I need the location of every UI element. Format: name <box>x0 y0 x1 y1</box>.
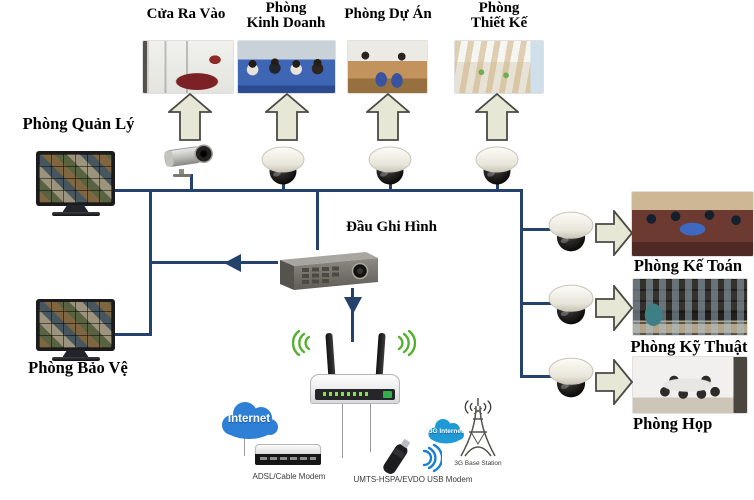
photo-cua-ra-vao <box>143 41 233 93</box>
wifi-waves-icon <box>397 330 416 356</box>
label-usb-modem: UMTS-HSPA/EVDO USB Modem <box>353 475 473 484</box>
cloud-icon <box>222 402 278 439</box>
arrowhead-left-icon <box>224 254 241 272</box>
dome-camera-icon <box>548 211 594 252</box>
cloud-3g: 3G Internet <box>426 418 466 445</box>
cable-branch-technical <box>520 302 552 305</box>
photo-phong-thiet-ke <box>455 41 543 93</box>
up-arrow-icon <box>168 93 212 141</box>
label-phong-ky-thuat: Phòng Kỹ Thuật <box>630 337 748 356</box>
photo-phong-ke-toan <box>632 192 753 256</box>
cable-drop-dome-2 <box>389 183 392 190</box>
wireless-router <box>310 374 400 404</box>
cable-branch-accounting <box>520 228 552 231</box>
photo-phong-kinh-doanh <box>238 41 335 93</box>
dome-camera-icon <box>548 357 594 398</box>
wifi-waves-icon <box>292 330 311 356</box>
dome-camera-icon <box>368 146 412 185</box>
wire-router-to-modem <box>342 402 343 458</box>
modem-top <box>255 444 321 454</box>
monitor-base <box>51 212 100 216</box>
cctv-mosaic-screen <box>39 302 112 348</box>
cable-right-vertical <box>520 189 523 378</box>
modem-front <box>255 454 321 465</box>
router-led-lights <box>323 392 371 396</box>
dvr-device <box>280 252 378 290</box>
label-phong-quan-ly: Phòng Quản Lý <box>22 114 135 133</box>
photo-phong-hop <box>633 357 747 413</box>
label-base-station: 3G Base Station <box>454 460 502 467</box>
up-arrow-icon <box>265 93 309 141</box>
cable-drop-dome-1 <box>282 183 285 190</box>
up-arrow-icon <box>366 93 410 141</box>
cable-drop-bullet-camera <box>190 174 193 190</box>
right-arrow-icon <box>595 210 633 256</box>
arrowhead-down-icon <box>344 297 362 314</box>
up-arrow-icon <box>475 93 519 141</box>
monitor-frame <box>36 299 115 351</box>
cable-dvr-to-router <box>351 288 354 342</box>
label-phong-ke-toan: Phòng Kế Toán <box>633 256 743 275</box>
base-station-tower-icon <box>460 398 496 457</box>
label-phong-kinh-doanh: Phòng Kinh Doanh <box>246 0 326 32</box>
adsl-modem <box>255 444 321 466</box>
monitor-frame <box>36 151 115 206</box>
label-phong-du-an: Phòng Dự Án <box>344 6 432 22</box>
photo-phong-ky-thuat <box>633 279 747 335</box>
label-adsl-modem: ADSL/Cable Modem <box>252 472 326 481</box>
wire-router-to-usb <box>370 402 371 452</box>
usb-modem-icon <box>383 439 442 474</box>
wire-cloud-to-modem <box>244 434 245 456</box>
manager-monitor <box>36 151 115 218</box>
cctv-mosaic-screen <box>39 154 112 203</box>
dome-camera-icon <box>548 284 594 325</box>
cable-dvr-to-monitors <box>151 261 278 264</box>
label-cua-ra-vao: Cửa Ra Vào <box>146 6 226 22</box>
internet-cloud: Internet <box>218 400 280 440</box>
cloud-3g-label: 3G Internet <box>428 428 464 435</box>
right-arrow-icon <box>595 285 633 331</box>
label-phong-hop: Phòng Họp <box>633 414 713 433</box>
cloud-icon <box>428 419 464 444</box>
cable-branch-meeting <box>520 375 553 378</box>
photo-phong-du-an <box>348 41 427 93</box>
cable-left-vertical <box>149 189 152 336</box>
monitor-stand <box>62 205 89 212</box>
cable-security-monitor <box>115 333 152 336</box>
bullet-camera-icon <box>164 144 213 177</box>
monitor-stand <box>62 350 89 357</box>
modem-ports <box>260 457 316 460</box>
router-wps-button <box>383 391 392 398</box>
label-phong-thiet-ke: Phòng Thiết Kế <box>470 0 528 32</box>
label-phong-bao-ve: Phòng Bảo Vệ <box>28 358 128 377</box>
cable-dvr-uplink <box>316 189 319 250</box>
monitor-base <box>51 357 100 361</box>
security-monitor <box>36 299 115 363</box>
dome-camera-icon <box>475 146 519 185</box>
cable-drop-dome-3 <box>496 183 499 190</box>
label-dau-ghi-hinh: Đầu Ghi Hình <box>346 219 437 235</box>
dome-camera-icon <box>261 146 305 185</box>
internet-cloud-label: Internet <box>227 413 271 425</box>
router-front-panel <box>315 389 395 400</box>
right-arrow-icon <box>595 359 633 405</box>
